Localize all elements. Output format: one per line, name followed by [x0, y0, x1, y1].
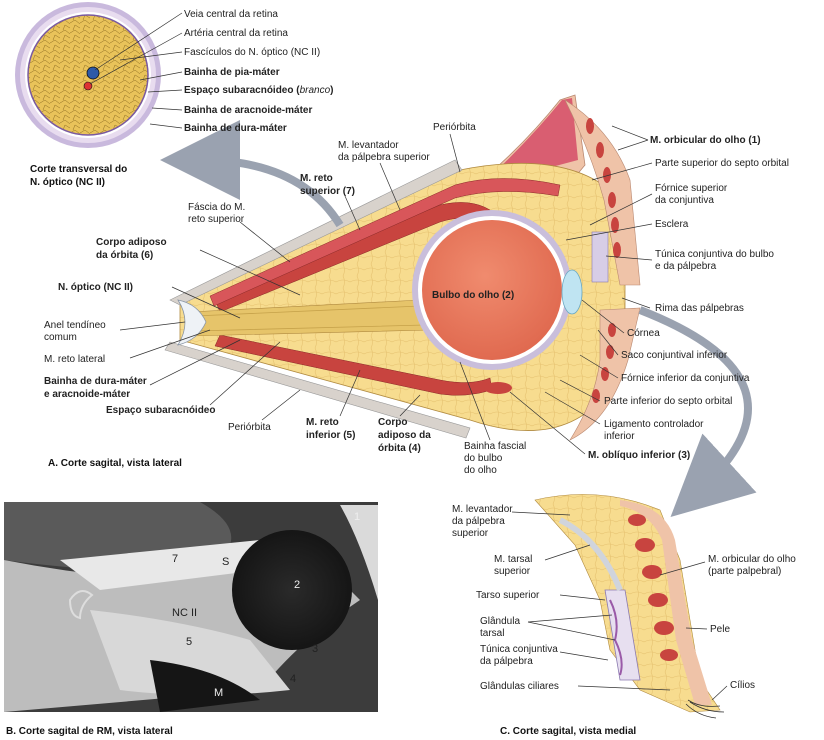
label-reto-sup-2: superior (7)	[300, 186, 355, 197]
label-anel-2: comum	[44, 332, 77, 343]
label-veia: Veia central da retina	[184, 9, 278, 20]
label-septo-inf: Parte inferior do septo orbital	[604, 396, 732, 407]
label-bulbo: Bulbo do olho (2)	[432, 290, 514, 301]
mri-marker-nc2: NC II	[172, 607, 197, 619]
panel-a: Veia central da retina Artéria central d…	[15, 2, 789, 490]
mri-marker-5: 5	[186, 636, 192, 648]
label-fornice-sup-1: Fórnice superior	[655, 183, 728, 194]
c-label-tarso: Tarso superior	[476, 590, 540, 601]
label-levantador-2: da pálpebra superior	[338, 152, 430, 163]
label-bainha-fascial-3: do olho	[464, 465, 497, 476]
label-aracnoide: Bainha de aracnoide-máter	[184, 105, 312, 116]
label-rima: Rima das pálpebras	[655, 303, 744, 314]
label-corpo-adiposo-2: da órbita (6)	[96, 250, 153, 261]
label-saco: Saco conjuntival inferior	[621, 350, 728, 361]
label-pia: Bainha de pia-máter	[184, 67, 280, 78]
label-tunica-2: e da pálpebra	[655, 261, 717, 272]
label-periorbita-top: Periórbita	[433, 122, 476, 133]
panel-b-caption: B. Corte sagital de RM, vista lateral	[6, 726, 173, 737]
mri-marker-4: 4	[290, 673, 296, 685]
label-septo-sup: Parte superior do septo orbital	[655, 158, 789, 169]
inset-caption-1: Corte transversal do	[30, 164, 127, 175]
label-obliquo: M. oblíquo inferior (3)	[588, 450, 690, 461]
panel-c-caption: C. Corte sagital, vista medial	[500, 726, 636, 737]
label-fornice-inf: Fórnice inferior da conjuntiva	[621, 373, 750, 384]
inset-caption-2: N. óptico (NC II)	[30, 177, 105, 188]
inferior-oblique-muscle	[484, 382, 512, 394]
c-label-levantador-2: da pálpebra	[452, 516, 505, 527]
label-bainha-dura-2: e aracnoide-máter	[44, 389, 130, 400]
label-periorbita-bot: Periórbita	[228, 422, 271, 433]
label-reto-sup-1: M. reto	[300, 173, 333, 184]
label-fascia-1: Fáscia do M.	[188, 202, 245, 213]
c-label-tunica-1: Túnica conjuntiva	[480, 644, 558, 655]
label-n-optico: N. óptico (NC II)	[58, 282, 133, 293]
mri-marker-7: 7	[172, 553, 178, 565]
c-label-levantador-1: M. levantador	[452, 504, 513, 515]
c-label-orbicular-2: (parte palpebral)	[708, 566, 781, 577]
panel-b-mri: 1 2 3 4 5 7 S NC II M B. Corte sagital d…	[4, 502, 378, 737]
upper-tarsus	[592, 232, 608, 282]
mri-marker-3: 3	[312, 643, 318, 655]
panel-c: M. levantador da pálpebra superior M. ta…	[452, 494, 796, 737]
mri-marker-m: M	[214, 687, 223, 699]
c-label-tarsal-2: superior	[494, 566, 531, 577]
label-fasciculos: Fascículos do N. óptico (NC II)	[184, 47, 320, 58]
c-label-ciliares: Glândulas ciliares	[480, 681, 559, 692]
c-label-glandula-2: tarsal	[480, 628, 504, 639]
label-orbicular: M. orbicular do olho (1)	[650, 135, 761, 146]
label-cornea: Córnea	[627, 328, 660, 339]
label-dura: Bainha de dura-máter	[184, 123, 287, 134]
label-ligamento-2: inferior	[604, 431, 635, 442]
c-label-levantador-3: superior	[452, 528, 489, 539]
label-bainha-fascial-2: do bulbo	[464, 453, 503, 464]
label-bainha-dura-1: Bainha de dura-máter	[44, 376, 147, 387]
c-label-cilios: Cílios	[730, 680, 755, 691]
mri-marker-2: 2	[294, 579, 300, 591]
label-tunica-1: Túnica conjuntiva do bulbo	[655, 249, 774, 260]
panel-a-caption: A. Corte sagital, vista lateral	[48, 458, 182, 469]
label-fascia-2: reto superior	[188, 214, 245, 225]
c-label-glandula-1: Glândula	[480, 616, 520, 627]
label-anel-1: Anel tendíneo	[44, 320, 106, 331]
label-reto-lat: M. reto lateral	[44, 354, 105, 365]
mri-marker-1: 1	[354, 511, 360, 523]
label-bainha-fascial-1: Bainha fascial	[464, 441, 526, 452]
label-esclera: Esclera	[655, 219, 689, 230]
label-reto-inf-1: M. reto	[306, 417, 339, 428]
label-espaco-sub: Espaço subaracnóideo	[106, 405, 215, 416]
c-label-tunica-2: da pálpebra	[480, 656, 533, 667]
label-corpo-adiposo-1: Corpo adiposo	[96, 237, 167, 248]
label-corpo-4-3: órbita (4)	[378, 443, 421, 454]
mri-marker-s: S	[222, 556, 229, 568]
label-levantador-1: M. levantador	[338, 140, 399, 151]
label-reto-inf-2: inferior (5)	[306, 430, 355, 441]
label-corpo-4-2: adiposo da	[378, 430, 431, 441]
label-ligamento-1: Ligamento controlador	[604, 419, 704, 430]
label-arteria: Artéria central da retina	[184, 28, 288, 39]
label-espaco: Espaço subaracnóideo (branco)	[184, 85, 334, 96]
label-corpo-4-1: Corpo	[378, 417, 407, 428]
c-label-pele: Pele	[710, 624, 730, 635]
c-label-tarsal-1: M. tarsal	[494, 554, 532, 565]
label-fornice-sup-2: da conjuntiva	[655, 195, 714, 206]
c-label-orbicular-1: M. orbicular do olho	[708, 554, 796, 565]
optic-nerve-cross-section	[15, 2, 161, 148]
